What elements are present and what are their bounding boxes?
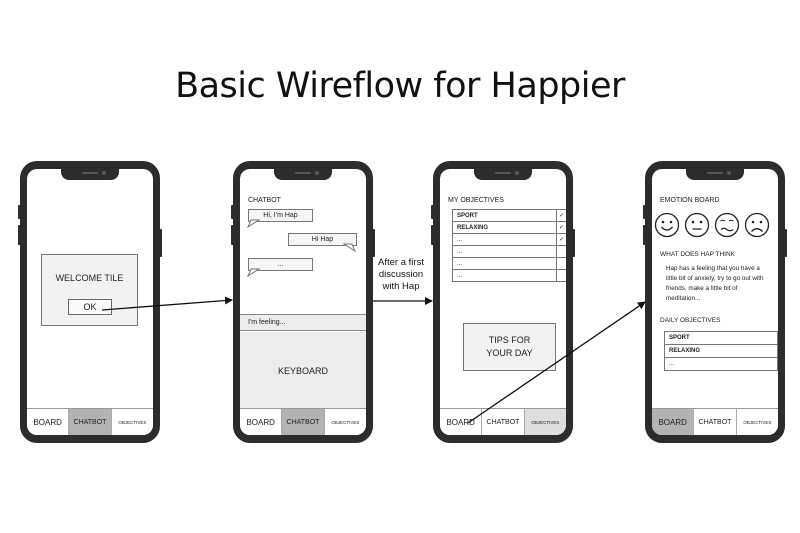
daily-objective-row[interactable]: SPORT (664, 331, 778, 345)
tab-chatbot[interactable]: CHATBOT (282, 409, 325, 435)
phone-emotion-board: EMOTION BOARD WHAT DOES HAP THINK Hap ha… (643, 161, 787, 443)
objectives-screen: MY OBJECTIVES SPORT✓ RELAXING✓ ...✓ ... … (440, 169, 566, 435)
neutral-face-icon[interactable] (684, 212, 710, 238)
uneasy-face-icon[interactable] (714, 212, 740, 238)
bottom-nav: BOARD CHATBOT OBJECTIVES (440, 408, 566, 435)
objective-row[interactable]: ... (452, 257, 566, 270)
bottom-nav: BOARD CHATBOT OBJECTIVES (652, 408, 778, 435)
bot-bubble-tail (246, 219, 261, 229)
objective-check[interactable] (556, 245, 566, 258)
tab-board[interactable]: BOARD (652, 409, 695, 435)
daily-objective-name: ... (664, 357, 778, 371)
daily-objective-name: RELAXING (664, 344, 778, 358)
bot-bubble-tail-2 (246, 268, 261, 278)
flow-caption: After a first discussion with Hap (378, 257, 424, 292)
objective-name: ... (452, 233, 557, 246)
emotion-board-header: EMOTION BOARD (660, 197, 720, 204)
objective-check[interactable]: ✓ (556, 209, 566, 222)
tab-board[interactable]: BOARD (27, 409, 70, 435)
objective-row[interactable]: ... (452, 245, 566, 258)
sad-face-icon[interactable] (744, 212, 770, 238)
objective-check[interactable] (556, 269, 566, 282)
daily-objective-row[interactable]: ... (664, 357, 778, 371)
check-icon: ✓ (558, 213, 565, 219)
tab-objectives[interactable]: OBJECTIVES (324, 409, 366, 435)
objective-name: ... (452, 269, 557, 282)
phone-objectives: MY OBJECTIVES SPORT✓ RELAXING✓ ...✓ ... … (431, 161, 575, 443)
user-message: Hi Hap (288, 233, 357, 246)
phone-chatbot: CHATBOT Hi, I'm Hap Hi Hap ... I'm feeli… (231, 161, 375, 443)
objective-name: ... (452, 257, 557, 270)
objective-name: SPORT (452, 209, 557, 222)
tab-board[interactable]: BOARD (440, 409, 483, 435)
hap-text: Hap has a feeling that you have a little… (666, 265, 764, 302)
daily-objectives-header: DAILY OBJECTIVES (660, 317, 721, 324)
tab-objectives[interactable]: OBJECTIVES (736, 409, 778, 435)
tab-objectives[interactable]: OBJECTIVES (111, 409, 153, 435)
happy-face-icon[interactable] (654, 212, 680, 238)
tab-board[interactable]: BOARD (240, 409, 283, 435)
bottom-nav: BOARD CHATBOT OBJECTIVES (27, 408, 153, 435)
tab-objectives[interactable]: OBJECTIVES (524, 409, 566, 435)
tab-chatbot[interactable]: CHATBOT (482, 409, 525, 435)
chatbot-screen: CHATBOT Hi, I'm Hap Hi Hap ... I'm feeli… (240, 169, 366, 435)
objective-row[interactable]: ...✓ (452, 233, 566, 246)
emotion-board-screen: EMOTION BOARD WHAT DOES HAP THINK Hap ha… (652, 169, 778, 435)
welcome-tile-label: WELCOME TILE (55, 273, 124, 283)
objective-check[interactable]: ✓ (556, 233, 566, 246)
objectives-header: MY OBJECTIVES (448, 197, 504, 204)
bottom-nav: BOARD CHATBOT OBJECTIVES (240, 408, 366, 435)
ok-button[interactable]: OK (68, 299, 112, 315)
bot-message-ellipsis: ... (248, 258, 313, 271)
objective-row[interactable]: SPORT✓ (452, 209, 566, 222)
tab-chatbot[interactable]: CHATBOT (694, 409, 737, 435)
daily-objective-row[interactable]: RELAXING (664, 344, 778, 358)
check-icon: ✓ (558, 225, 565, 231)
welcome-tile: WELCOME TILE OK (41, 254, 138, 326)
objectives-table: SPORT✓ RELAXING✓ ...✓ ... ... ... (452, 209, 566, 282)
objective-name: RELAXING (452, 221, 557, 234)
tab-chatbot[interactable]: CHATBOT (69, 409, 112, 435)
welcome-screen: WELCOME TILE OK BOARD CHATBOT OBJECTIVES (27, 169, 153, 435)
keyboard[interactable]: KEYBOARD (240, 332, 366, 409)
chatbot-header: CHATBOT (248, 197, 281, 204)
daily-objective-name: SPORT (664, 331, 778, 345)
tips-tile[interactable]: TIPS FOR YOUR DAY (463, 323, 556, 371)
daily-objectives-table: SPORT RELAXING ... (664, 331, 778, 371)
objective-row[interactable]: RELAXING✓ (452, 221, 566, 234)
objective-name: ... (452, 245, 557, 258)
bot-message: Hi, I'm Hap (248, 209, 313, 222)
phone-welcome: WELCOME TILE OK BOARD CHATBOT OBJECTIVES (18, 161, 162, 443)
hap-header: WHAT DOES HAP THINK (660, 251, 736, 258)
objective-check[interactable] (556, 257, 566, 270)
message-input[interactable]: I'm feeling... (240, 314, 366, 331)
objective-check[interactable]: ✓ (556, 221, 566, 234)
user-bubble-tail (342, 243, 357, 253)
objective-row[interactable]: ... (452, 269, 566, 282)
check-icon: ✓ (558, 237, 565, 243)
diagram-title: Basic Wireflow for Happier (175, 66, 625, 106)
